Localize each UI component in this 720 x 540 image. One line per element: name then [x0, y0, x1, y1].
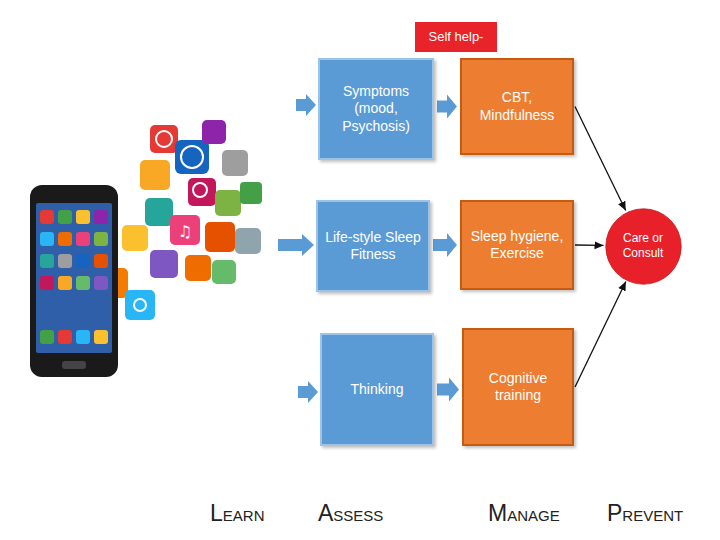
arrow-line: [575, 107, 626, 211]
assess-box: Life-style Sleep Fitness: [316, 200, 430, 292]
text-group: CBT, Mindfulness: [468, 89, 566, 124]
node-text: Cognitive training: [470, 370, 566, 405]
app-icons: ♫: [98, 120, 262, 320]
text-group: Thinking: [351, 381, 404, 399]
label-box: Self help-: [415, 22, 497, 52]
manage-box: CBT, Mindfulness: [460, 58, 574, 155]
text-group: Cognitive training: [470, 370, 566, 405]
text-group: Self help-: [429, 29, 484, 45]
stage-label: MANAGE: [488, 500, 560, 527]
stage-label: LEARN: [210, 500, 264, 527]
node-text: CBT, Mindfulness: [468, 89, 566, 124]
node-text: Self help-: [429, 29, 484, 45]
block-arrow: [437, 95, 457, 119]
node-text: Life-style Sleep Fitness: [324, 229, 422, 264]
node-text: Thinking: [351, 381, 404, 399]
assess-box: Thinking: [320, 333, 434, 446]
node-text: Care or Consult: [611, 231, 676, 261]
node-text: Sleep hygiene, Exercise: [468, 228, 566, 263]
smartphone: [30, 185, 118, 377]
stage-label: PREVENT: [607, 500, 683, 527]
text-group: Life-style Sleep Fitness: [324, 229, 422, 264]
node-text: Symptoms (mood, Psychosis): [326, 83, 426, 136]
stage-label: ASSESS: [318, 500, 383, 527]
svg-text:♫: ♫: [178, 222, 192, 241]
text-group: Sleep hygiene, Exercise: [468, 228, 566, 263]
manage-box: Sleep hygiene, Exercise: [460, 200, 574, 290]
arrow-line: [575, 282, 626, 387]
block-arrow: [433, 233, 457, 257]
block-arrows: [278, 94, 318, 403]
text-group: Care or Consult: [611, 231, 676, 261]
text-group: Symptoms (mood, Psychosis): [326, 83, 426, 136]
outcome-circle: Care or Consult: [605, 208, 682, 285]
manage-box: Cognitive training: [462, 328, 574, 446]
block-arrow: [437, 378, 459, 402]
assess-box: Symptoms (mood, Psychosis): [318, 58, 434, 160]
arrow-line: [575, 244, 604, 246]
